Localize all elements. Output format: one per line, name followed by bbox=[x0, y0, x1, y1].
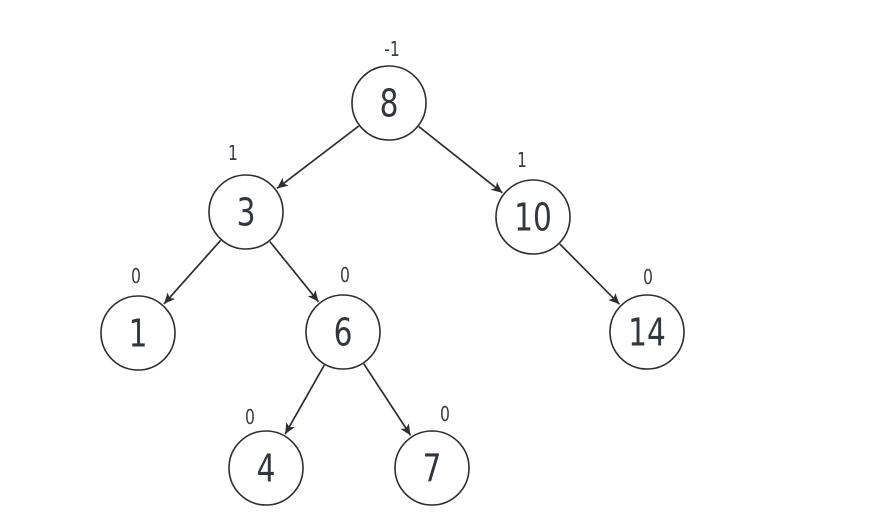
node-value: 8 bbox=[380, 82, 399, 127]
node-value: 3 bbox=[237, 191, 256, 236]
tree-edge-3-to-6 bbox=[269, 241, 320, 303]
balance-factor-label-14: 0 bbox=[643, 266, 653, 289]
tree-node-10: 10 bbox=[495, 179, 571, 255]
node-value: 4 bbox=[257, 447, 276, 492]
node-circle bbox=[609, 294, 685, 370]
node-circle bbox=[495, 179, 571, 255]
tree-node-14: 14 bbox=[609, 294, 685, 370]
balance-factor-label-6: 0 bbox=[340, 264, 350, 287]
node-circle bbox=[394, 430, 470, 506]
tree-edge-3-to-1 bbox=[163, 239, 222, 305]
edges-layer bbox=[163, 125, 621, 436]
node-circle bbox=[100, 295, 176, 371]
node-circle bbox=[305, 294, 381, 370]
balance-factor-label-1: 0 bbox=[131, 265, 141, 288]
node-value: 14 bbox=[628, 311, 666, 356]
node-circle bbox=[208, 174, 284, 250]
node-value: 1 bbox=[129, 312, 148, 357]
tree-node-3: 3 bbox=[208, 174, 284, 250]
node-value: 10 bbox=[514, 196, 552, 241]
tree-edge-10-to-14 bbox=[559, 243, 621, 305]
tree-node-4: 4 bbox=[228, 430, 304, 506]
tree-edge-6-to-4 bbox=[284, 364, 326, 435]
balance-factor-label-7: 0 bbox=[440, 403, 450, 426]
tree-node-7: 7 bbox=[394, 430, 470, 506]
tree-edge-6-to-7 bbox=[363, 363, 412, 436]
tree-edge-8-to-10 bbox=[418, 125, 503, 194]
tree-edge-8-to-3 bbox=[276, 125, 360, 190]
balance-factor-label-4: 0 bbox=[245, 406, 255, 429]
balance-factor-label-3: 1 bbox=[228, 142, 238, 165]
node-value: 6 bbox=[334, 311, 353, 356]
balance-factor-label-10: 1 bbox=[517, 149, 527, 172]
tree-node-8: 8 bbox=[351, 65, 427, 141]
node-circle bbox=[351, 65, 427, 141]
balance-factor-label-8: -1 bbox=[384, 38, 400, 61]
tree-node-1: 1 bbox=[100, 295, 176, 371]
node-circle bbox=[228, 430, 304, 506]
tree-node-6: 6 bbox=[305, 294, 381, 370]
node-value: 7 bbox=[423, 447, 442, 492]
